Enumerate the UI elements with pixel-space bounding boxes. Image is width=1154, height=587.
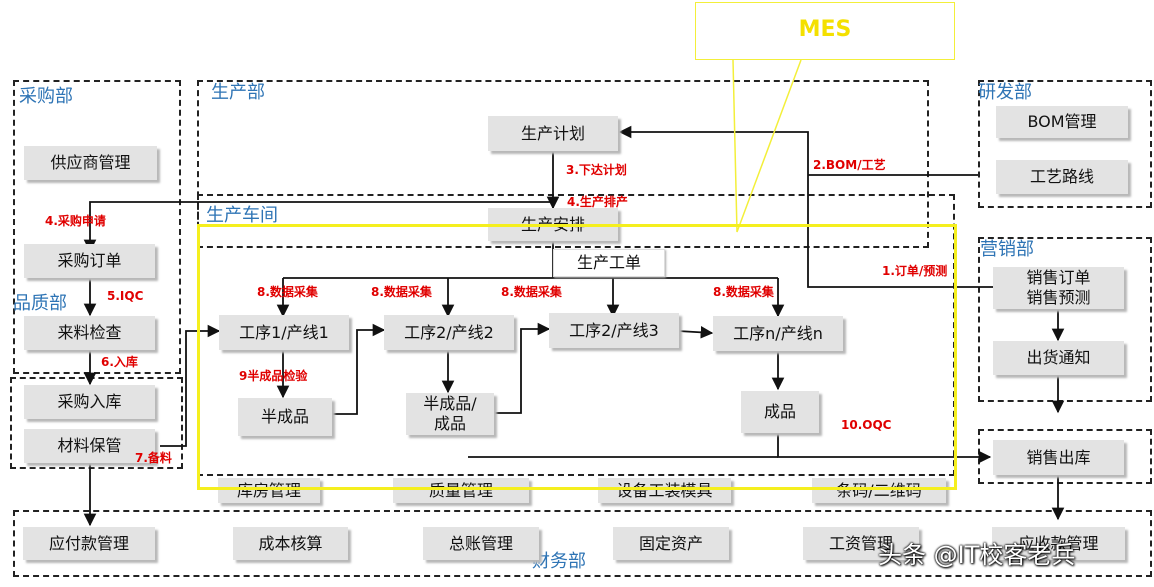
label-data-collection-2: 8.数据采集 <box>371 285 432 299</box>
node-incoming-inspection[interactable]: 来料检查 <box>24 316 155 350</box>
rnd-dept-title: 研发部 <box>978 82 1032 103</box>
label-bom-process: 2.BOM/工艺 <box>813 158 886 172</box>
label-material-prep: 7.备料 <box>135 451 172 465</box>
node-work-order[interactable]: 生产工单 <box>553 249 665 277</box>
marketing-dept-title: 营销部 <box>980 239 1034 260</box>
mes-scope-highlight <box>197 224 957 490</box>
quality-dept-box <box>10 377 183 469</box>
node-semi-product[interactable]: 半成品 <box>238 398 332 436</box>
edge-semi-to-process3 <box>494 322 551 414</box>
node-quality-mgmt[interactable]: 质量管理 <box>393 478 529 503</box>
finance-dept-box <box>13 510 1152 577</box>
node-barcode-qr[interactable]: 条码/二维码 <box>812 478 946 503</box>
node-supplier-mgmt[interactable]: 供应商管理 <box>24 146 157 180</box>
finance-dept-title: 财务部 <box>532 551 586 572</box>
node-ap-mgmt[interactable]: 应付款管理 <box>23 527 155 560</box>
node-process-3[interactable]: 工序2/产线3 <box>549 313 679 348</box>
label-data-collection-1: 8.数据采集 <box>257 285 318 299</box>
node-shipping-notice[interactable]: 出货通知 <box>993 341 1124 375</box>
node-process-n[interactable]: 工序n/产线n <box>713 316 843 351</box>
mes-label: MES <box>798 17 852 42</box>
label-iqc: 5.IQC <box>107 289 144 303</box>
edge-semi-to-process2 <box>332 323 386 415</box>
node-purchase-inbound[interactable]: 采购入库 <box>24 385 155 419</box>
mes-callout-pointer <box>732 59 802 233</box>
label-production-scheduling: 4.生产排产 <box>567 195 628 209</box>
node-process-route[interactable]: 工艺路线 <box>996 160 1128 194</box>
workshop-title: 生产车间 <box>206 205 278 226</box>
node-finished-product[interactable]: 成品 <box>741 391 819 433</box>
label-semi-inspection: 9半成品检验 <box>239 369 308 383</box>
node-sales-outbound[interactable]: 销售出库 <box>993 440 1124 475</box>
node-ar-mgmt[interactable]: 应收款管理 <box>992 527 1125 560</box>
node-process-1[interactable]: 工序1/产线1 <box>219 315 349 350</box>
node-fixed-assets[interactable]: 固定资产 <box>613 527 729 560</box>
node-sales-order-forecast[interactable]: 销售订单 销售预测 <box>993 267 1124 309</box>
node-payroll-mgmt[interactable]: 工资管理 <box>803 527 919 560</box>
rnd-dept-box <box>978 80 1152 208</box>
production-dept-box <box>197 80 929 248</box>
node-cost-accounting[interactable]: 成本核算 <box>233 527 348 560</box>
label-data-collection-4: 8.数据采集 <box>713 285 774 299</box>
label-warehousing: 6.入库 <box>101 355 138 369</box>
edge-process3-to-processn <box>677 326 714 339</box>
node-material-custody[interactable]: 材料保管 <box>24 429 155 463</box>
label-order-forecast: 1.订单/预测 <box>882 264 948 278</box>
node-bom-mgmt[interactable]: BOM管理 <box>996 106 1128 138</box>
label-data-collection-3: 8.数据采集 <box>501 285 562 299</box>
node-warehouse-mgmt[interactable]: 库房管理 <box>218 478 320 503</box>
edge-material-prep <box>160 324 221 447</box>
quality-dept-title: 品质部 <box>13 293 67 314</box>
node-semi-or-finished[interactable]: 半成品/ 成品 <box>406 393 494 435</box>
node-process-2[interactable]: 工序2/产线2 <box>384 315 514 350</box>
node-purchase-order[interactable]: 采购订单 <box>24 244 155 278</box>
label-issue-plan: 3.下达计划 <box>566 163 627 177</box>
node-production-plan[interactable]: 生产计划 <box>488 116 618 151</box>
edge-order-to-plan <box>618 125 993 288</box>
purchasing-dept-title: 采购部 <box>19 86 73 107</box>
mes-callout: MES <box>695 2 955 60</box>
label-oqc: 10.OQC <box>841 418 892 432</box>
marketing-dept-box <box>978 237 1152 402</box>
production-dept-title: 生产部 <box>211 82 265 103</box>
label-purchase-request: 4.采购申请 <box>45 214 106 228</box>
node-general-ledger[interactable]: 总账管理 <box>423 527 539 560</box>
node-equipment-mgmt[interactable]: 设备工装模具 <box>598 478 731 503</box>
edge-purchase-request <box>83 201 553 253</box>
purchasing-dept-box <box>13 80 181 374</box>
watermark-text: 头条 @IT校客老兵 <box>878 541 1076 569</box>
